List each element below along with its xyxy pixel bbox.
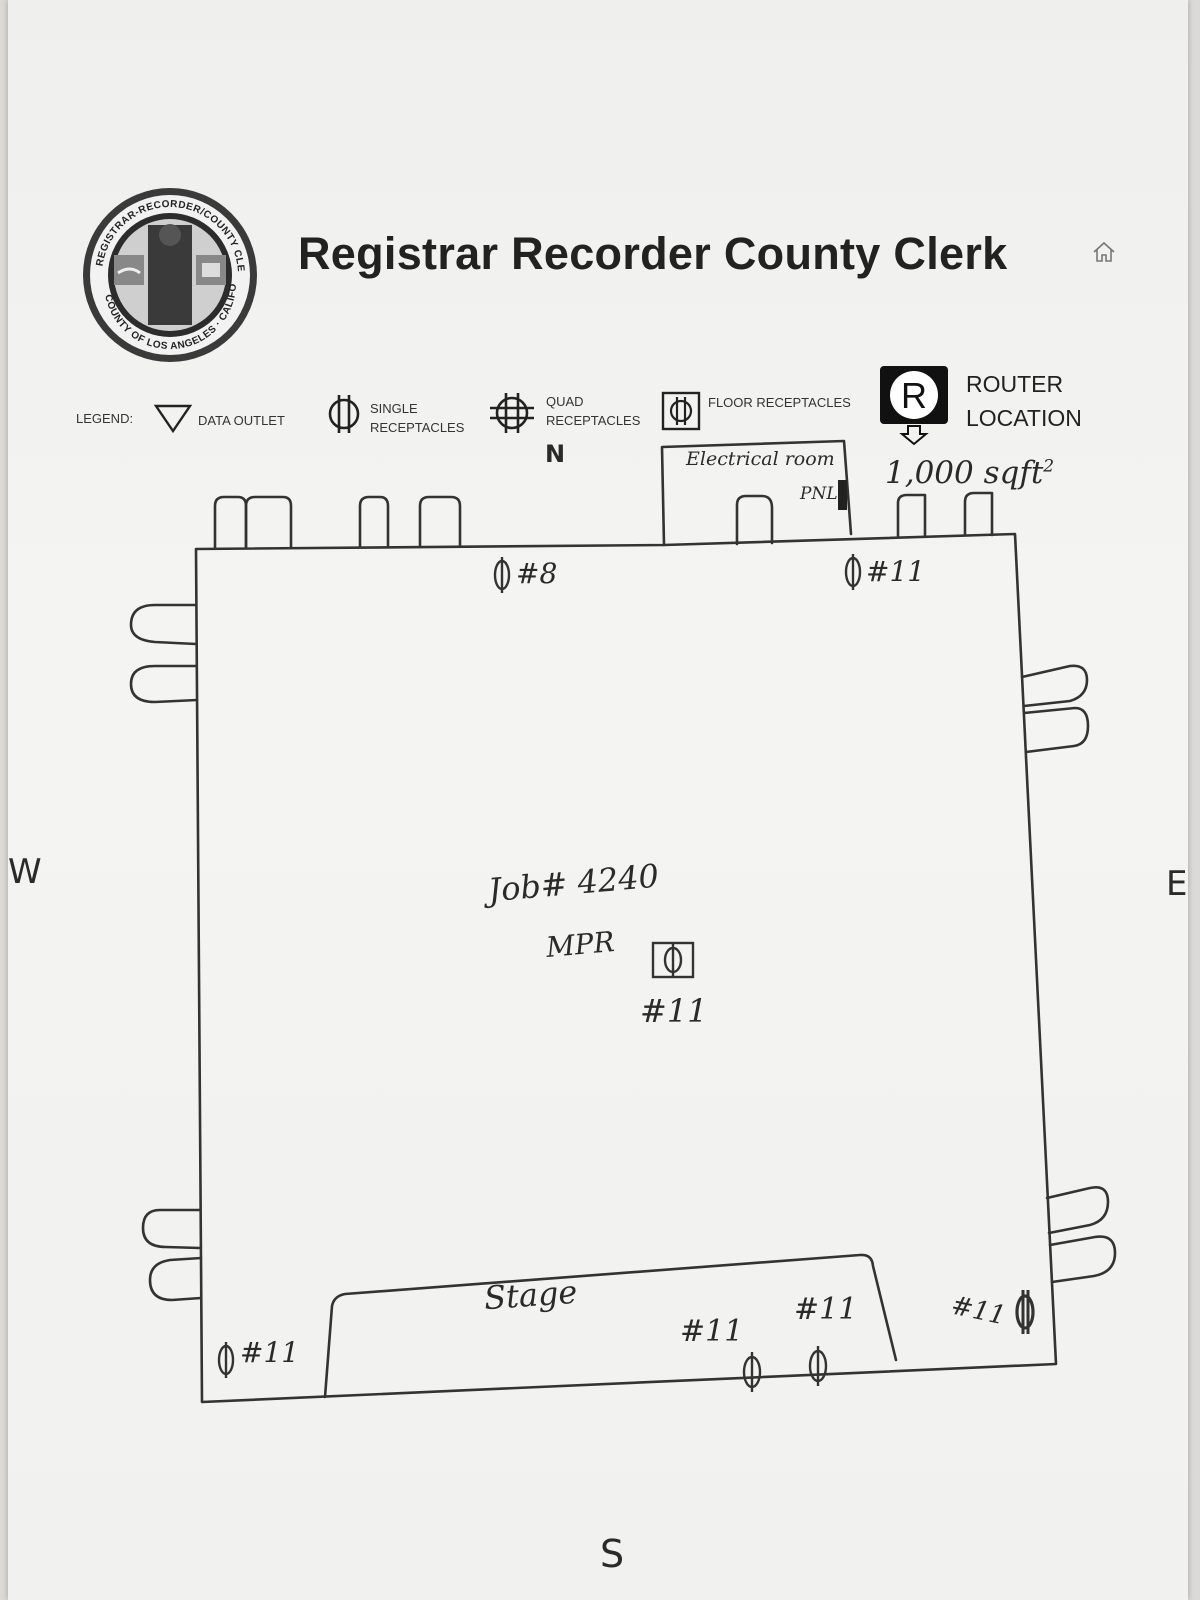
legend-floor-label: FLOOR RECEPTACLES	[708, 395, 851, 410]
router-location-icon: R	[880, 366, 948, 446]
legend-router-label-1: ROUTER	[966, 371, 1064, 397]
receptacle-label-south-west: #11	[240, 1336, 300, 1369]
legend-quad-label-2: RECEPTACLES	[546, 413, 641, 428]
compass-north: N	[545, 440, 566, 468]
quad-receptacle-icon	[490, 393, 534, 433]
area-superscript: 2	[1043, 456, 1055, 477]
single-receptacle-icon	[328, 395, 360, 433]
floor-receptacle-icon	[661, 391, 701, 431]
legend-quad-label-1: QUAD	[546, 394, 584, 409]
room-name-label: MPR	[544, 925, 616, 964]
compass-east: E	[1166, 864, 1188, 904]
compass-west: W	[8, 852, 42, 892]
legend-single-label-2: RECEPTACLES	[370, 420, 465, 435]
receptacle-label-stage-1: #11	[680, 1314, 744, 1349]
area-label: 1,000 sqft2	[885, 455, 1054, 491]
panel-label: PNL	[800, 484, 838, 504]
page-title: Registrar Recorder County Clerk	[298, 228, 1008, 279]
stage-label: Stage	[482, 1272, 579, 1318]
electrical-room-label: Electrical room	[686, 448, 835, 470]
home-icon[interactable]	[1090, 238, 1118, 266]
county-seal-logo: REGISTRAR-RECORDER/COUNTY CLERK COUNTY O…	[80, 185, 257, 362]
receptacle-label-north-left: #8	[516, 557, 558, 590]
legend-data-outlet-label: DATA OUTLET	[198, 413, 285, 428]
legend-single-label-1: SINGLE	[370, 401, 418, 416]
receptacle-label-floor: #11	[640, 992, 708, 1030]
legend-label: LEGEND:	[76, 411, 134, 426]
receptacle-label-north-right: #11	[866, 555, 926, 588]
receptacle-label-stage-2: #11	[794, 1292, 858, 1327]
legend-router-label-2: LOCATION	[966, 405, 1082, 431]
svg-text:R: R	[901, 375, 927, 416]
compass-south: S	[600, 1532, 625, 1576]
data-outlet-triangle-icon	[153, 404, 193, 434]
area-value: 1,000 sqft	[885, 455, 1044, 491]
